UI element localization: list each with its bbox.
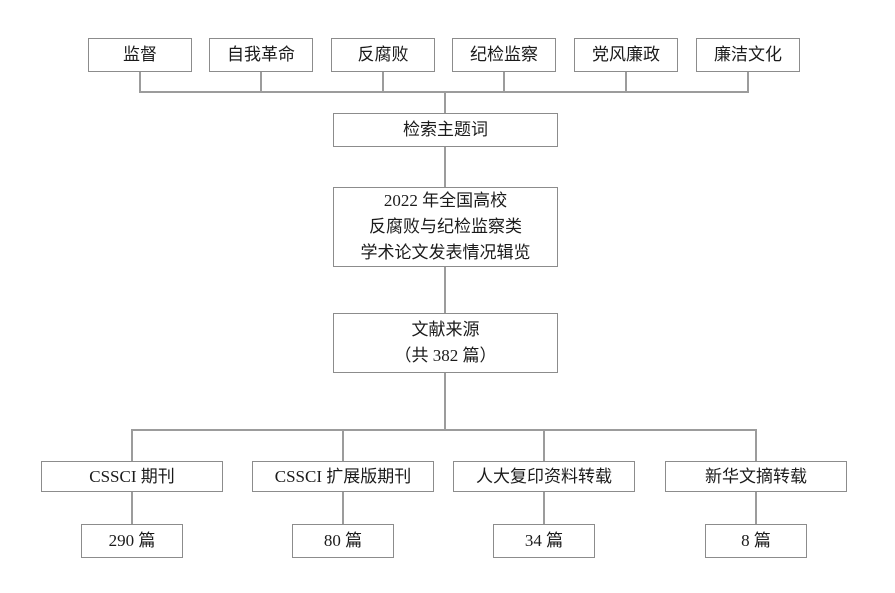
connector-topic-6 xyxy=(747,72,749,93)
title-node: 2022 年全国高校 反腐败与纪检监察类 学术论文发表情况辑览 xyxy=(333,187,558,267)
topic-node-dangfenglianzheng: 党风廉政 xyxy=(574,38,678,72)
topic-node-fanfubai: 反腐败 xyxy=(331,38,435,72)
connector-branch-3 xyxy=(543,429,545,461)
source-total-node: 文献来源 （共 382 篇） xyxy=(333,313,558,373)
source-total-line-1: 文献来源 xyxy=(411,320,480,339)
topic-label: 党风廉政 xyxy=(592,45,660,64)
source-node-xinhua: 新华文摘转载 xyxy=(665,461,847,492)
title-line-2: 反腐败与纪检监察类 xyxy=(369,217,522,236)
count-label: 34 篇 xyxy=(524,531,564,550)
count-label: 8 篇 xyxy=(741,531,771,550)
count-label: 80 篇 xyxy=(323,531,363,550)
connector-topic-2 xyxy=(260,72,262,93)
connector-topic-4 xyxy=(503,72,505,93)
connector-bus-to-search xyxy=(444,91,446,113)
connector-title-to-source xyxy=(444,267,446,313)
count-node-cssci-ext: 80 篇 xyxy=(292,524,394,558)
source-label: CSSCI 扩展版期刊 xyxy=(274,466,412,486)
connector-search-to-title xyxy=(444,147,446,187)
topic-label: 自我革命 xyxy=(227,45,295,64)
topic-label: 廉洁文化 xyxy=(714,45,782,64)
source-node-renda: 人大复印资料转载 xyxy=(453,461,635,492)
source-label: 新华文摘转载 xyxy=(705,466,807,486)
connector-branch-1 xyxy=(131,429,133,461)
count-label: 290 篇 xyxy=(108,531,156,550)
source-node-cssci: CSSCI 期刊 xyxy=(41,461,223,492)
topic-node-jiandu: 监督 xyxy=(88,38,192,72)
count-node-renda: 34 篇 xyxy=(493,524,595,558)
topic-node-ziwogeming: 自我革命 xyxy=(209,38,313,72)
connector-count-1 xyxy=(131,492,133,524)
source-label: CSSCI 期刊 xyxy=(89,466,175,486)
connector-count-4 xyxy=(755,492,757,524)
source-node-cssci-ext: CSSCI 扩展版期刊 xyxy=(252,461,434,492)
connector-bus-bottom xyxy=(131,429,757,431)
connector-source-to-bus xyxy=(444,373,446,431)
connector-topic-5 xyxy=(625,72,627,93)
connector-topic-1 xyxy=(139,72,141,93)
topic-label: 监督 xyxy=(123,45,157,64)
title-line-1: 2022 年全国高校 xyxy=(383,191,508,210)
source-total-line-2: （共 382 篇） xyxy=(394,346,497,365)
connector-topic-3 xyxy=(382,72,384,93)
connector-branch-2 xyxy=(342,429,344,461)
connector-count-2 xyxy=(342,492,344,524)
topic-label: 反腐败 xyxy=(357,45,409,64)
search-terms-node: 检索主题词 xyxy=(333,113,558,147)
title-line-3: 学术论文发表情况辑览 xyxy=(360,243,531,262)
source-label: 人大复印资料转载 xyxy=(476,466,612,486)
connector-branch-4 xyxy=(755,429,757,461)
count-node-xinhua: 8 篇 xyxy=(705,524,807,558)
topic-node-jijianjiancha: 纪检监察 xyxy=(452,38,556,72)
topic-label: 纪检监察 xyxy=(470,45,538,64)
connector-count-3 xyxy=(543,492,545,524)
search-terms-label: 检索主题词 xyxy=(403,120,488,139)
count-node-cssci: 290 篇 xyxy=(81,524,183,558)
topic-node-lianjiewenhua: 廉洁文化 xyxy=(696,38,800,72)
